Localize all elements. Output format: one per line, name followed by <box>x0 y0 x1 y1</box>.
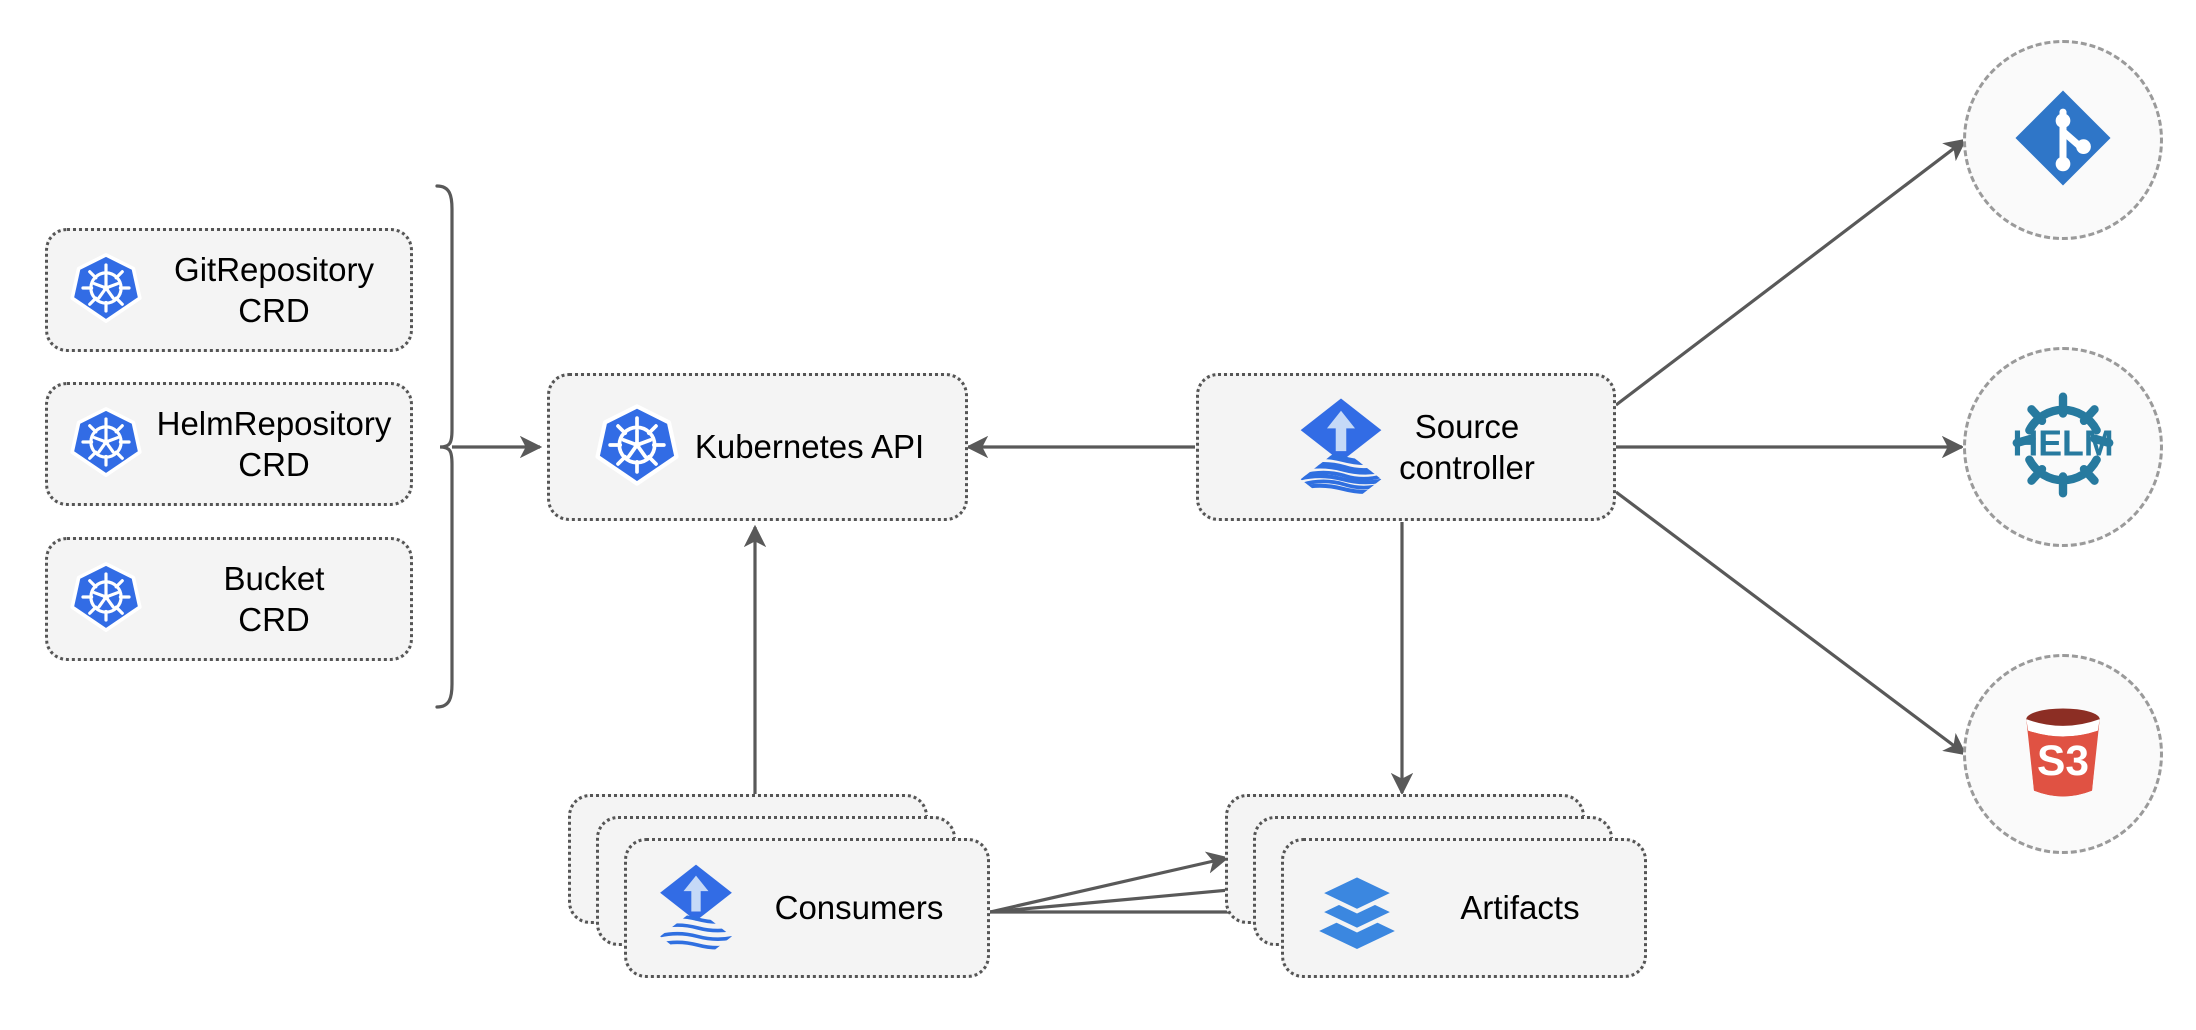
kubernetes-icon <box>595 403 679 492</box>
kubernetes-icon <box>70 561 142 638</box>
crd-box-bucket[interactable]: Bucket CRD <box>45 537 413 661</box>
s3-bucket-icon: S3 <box>2005 694 2121 815</box>
crd-label: HelmRepository CRD <box>156 404 392 483</box>
kubernetes-api-label: Kubernetes API <box>694 428 925 466</box>
git-icon <box>2009 84 2117 197</box>
layers-icon <box>1314 863 1400 954</box>
edge-consumers-to-artifacts-2 <box>989 877 1265 914</box>
kubernetes-icon <box>70 406 142 483</box>
crd-label: Bucket CRD <box>223 559 325 638</box>
crd-box-helmrepository[interactable]: HelmRepository CRD <box>45 382 413 506</box>
kubernetes-api-node[interactable]: Kubernetes API <box>547 373 968 521</box>
consumers-stack[interactable]: Consumers <box>568 794 998 994</box>
flux-icon <box>1297 395 1385 500</box>
helm-icon: HELM <box>2000 382 2126 513</box>
source-controller-node[interactable]: Source controller <box>1196 373 1616 521</box>
consumers-label: Consumers <box>774 889 944 926</box>
kubernetes-icon <box>70 252 142 329</box>
artifacts-label: Artifacts <box>1460 889 1580 926</box>
external-source-git[interactable] <box>1963 40 2163 240</box>
external-source-helm[interactable]: HELM <box>1963 347 2163 547</box>
edge-consumers-to-artifacts-1 <box>989 851 1230 914</box>
artifacts-card-front[interactable]: Artifacts <box>1281 838 1647 978</box>
source-controller-label: Source controller <box>1399 407 1535 486</box>
external-source-s3[interactable]: S3 <box>1963 654 2163 854</box>
crd-group-brace <box>435 184 454 709</box>
edge-source-controller-to-git <box>1615 138 1967 407</box>
artifacts-stack[interactable]: Artifacts <box>1225 794 1655 994</box>
consumers-card-front[interactable]: Consumers <box>624 838 990 978</box>
crd-box-gitrepository[interactable]: GitRepository CRD <box>45 228 413 352</box>
flux-icon <box>657 861 735 956</box>
edge-source-controller-to-s3 <box>1615 490 1967 756</box>
helm-label: HELM <box>2012 423 2113 463</box>
crd-label: GitRepository CRD <box>174 250 374 329</box>
s3-label: S3 <box>2037 737 2089 785</box>
